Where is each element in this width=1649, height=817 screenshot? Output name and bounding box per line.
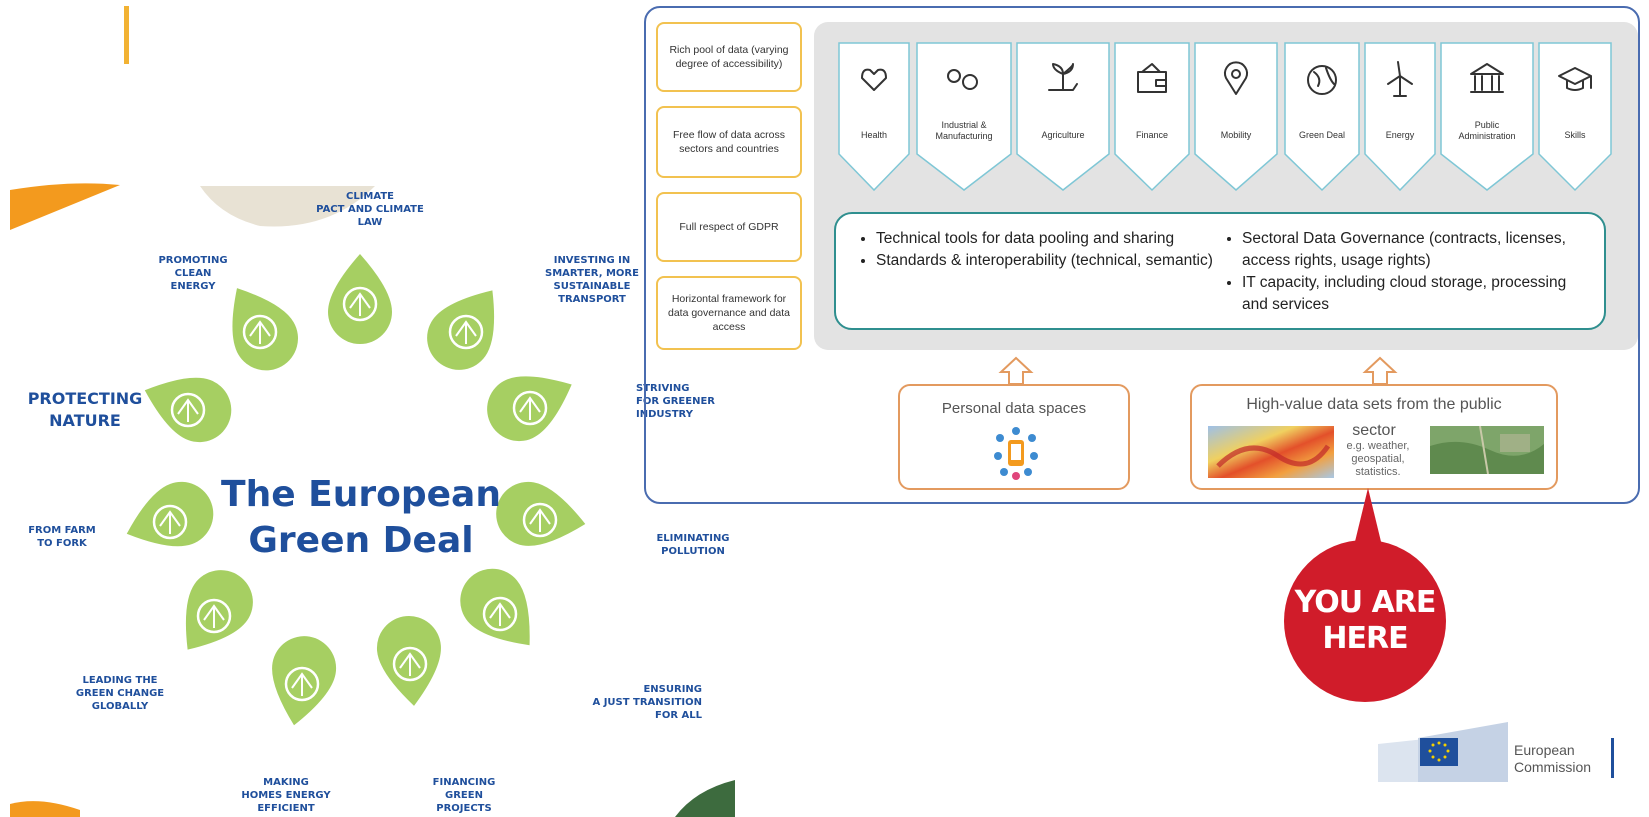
side-box-gdpr: Full respect of GDPR (656, 192, 802, 262)
label-protecting-nature: PROTECTING NATURE (27, 389, 143, 430)
plant-hand-icon (1048, 63, 1078, 91)
sector-agriculture: Agriculture (1016, 42, 1110, 192)
green-bottom-shape (675, 780, 735, 817)
sector-industrial-manufacturing: Industrial & Manufacturing (916, 42, 1012, 192)
sector-shape (1440, 42, 1534, 191)
network-icon (994, 427, 1038, 480)
label-climate-law: CLIMATE PACT AND CLIMATE LAW (316, 191, 424, 228)
high-value-title: High-value data sets from the public (1246, 396, 1502, 413)
personal-data-spaces-box: Personal data spaces (898, 384, 1130, 490)
label-sustainable-transport: INVESTING IN SMARTER, MORE SUSTAINABLE T… (545, 255, 639, 305)
global-leaf-icon (185, 570, 253, 650)
sector-label: Mobility (1220, 130, 1252, 140)
side-box-horizontal-framework: Horizontal framework for data governance… (656, 276, 802, 350)
financing-leaf-icon (377, 616, 441, 706)
sector-shape (838, 42, 910, 192)
sector-skills: Skills (1538, 42, 1612, 192)
sector-label: Energy (1385, 130, 1415, 140)
badge-line-1: YOU ARE (1294, 585, 1437, 620)
sector-shape (1284, 42, 1360, 192)
orange-corner-shape (10, 183, 120, 230)
european-commission-logo (1378, 722, 1508, 782)
ec-line-2: Commission (1514, 759, 1592, 775)
satellite-map-image (1430, 426, 1544, 474)
side-box-rich-pool: Rich pool of data (varying degree of acc… (656, 22, 802, 92)
transport-leaf-icon (427, 290, 495, 370)
sector-public-administration: Public Administration (1440, 42, 1534, 192)
high-value-data-box: High-value data sets from the public sec… (1190, 384, 1558, 490)
sector-shape (1114, 42, 1190, 192)
label-financing-projects: FINANCING GREEN PROJECTS (432, 777, 496, 814)
accent-bar (124, 6, 129, 64)
sector-shape (1194, 42, 1278, 191)
label-greener-industry: STRIVING FOR GREENER INDUSTRY (636, 383, 715, 420)
label-just-transition: ENSURING A JUST TRANSITION FOR ALL (592, 684, 702, 721)
tools-item: Sectoral Data Governance (contracts, lic… (1242, 228, 1590, 272)
label-farm-to-fork: FROM FARM TO FORK (28, 525, 96, 549)
energy-leaf-icon (232, 288, 298, 371)
heart-hands-icon (861, 68, 887, 91)
sector-label: Agriculture (1041, 130, 1085, 140)
sector-label: Health (860, 130, 887, 140)
sector-shape (1364, 42, 1436, 192)
farm-leaf-icon (126, 481, 214, 547)
sector-label: Industrial & Manufacturing (935, 120, 993, 141)
graduation-cap-icon (1558, 67, 1592, 91)
transition-leaf-icon (460, 568, 530, 646)
globe-leaf-icon (1307, 65, 1337, 95)
industry-leaf-icon (487, 376, 572, 442)
green-deal-title: The European Green Deal (196, 472, 526, 564)
orange-bottom-shape (10, 801, 80, 817)
sector-label: Skills (1564, 130, 1586, 140)
location-pin-icon (1224, 61, 1248, 95)
sector-label: Finance (1135, 130, 1169, 140)
pollution-leaf-icon (496, 481, 586, 546)
you-are-here-badge: YOU ARE HERE (1284, 540, 1446, 702)
gears-icon (947, 69, 978, 90)
sector-health: Health (838, 42, 910, 192)
up-arrow-icon (998, 356, 1034, 385)
wind-turbine-icon (1387, 61, 1413, 97)
tools-item: Technical tools for data pooling and sha… (876, 228, 1214, 250)
nature-leaf-icon (144, 377, 232, 443)
ec-line-1: European (1514, 742, 1575, 758)
high-value-examples: e.g. weather, geospatial, statistics. (1346, 440, 1410, 478)
personal-data-title: Personal data spaces (941, 400, 1087, 417)
label-eliminating-pollution: ELIMINATING POLLUTION (656, 533, 730, 557)
ec-logo-bar (1611, 738, 1614, 778)
badge-line-2: HERE (1322, 621, 1408, 656)
tools-item: IT capacity, including cloud storage, pr… (1242, 272, 1590, 316)
government-building-icon (1470, 63, 1504, 93)
callout-pointer (1352, 488, 1384, 554)
up-arrow-icon (1362, 356, 1398, 385)
sector-shape (1538, 42, 1612, 192)
title-line-2: Green Deal (248, 520, 474, 561)
sector-label: Green Deal (1298, 130, 1346, 140)
tools-left-column: Technical tools for data pooling and sha… (854, 228, 1214, 272)
sector-green-deal: Green Deal (1284, 42, 1360, 192)
sector-mobility: Mobility (1194, 42, 1278, 192)
tools-box: Technical tools for data pooling and sha… (834, 212, 1606, 330)
label-leading-globally: LEADING THE GREEN CHANGE GLOBALLY (75, 675, 165, 712)
side-box-free-flow: Free flow of data across sectors and cou… (656, 106, 802, 178)
ec-logo-text: European Commission (1514, 742, 1591, 776)
climate-leaf-icon (328, 254, 392, 344)
high-value-sector-word: sector (1352, 422, 1396, 439)
sector-finance: Finance (1114, 42, 1190, 192)
tools-right-column: Sectoral Data Governance (contracts, lic… (1220, 228, 1590, 316)
sector-energy: Energy (1364, 42, 1436, 192)
sector-shape (1016, 42, 1110, 191)
homes-leaf-icon (272, 636, 337, 726)
title-line-1: The European (221, 474, 501, 515)
sector-shape (916, 42, 1012, 191)
beige-corner-shape (200, 186, 375, 227)
tools-item: Standards & interoperability (technical,… (876, 250, 1214, 272)
label-clean-energy: PROMOTING CLEAN ENERGY (158, 255, 228, 292)
weather-map-image (1208, 426, 1334, 478)
data-spaces-frame (644, 6, 1640, 504)
wallet-icon (1137, 63, 1167, 93)
label-energy-efficient-homes: MAKING HOMES ENERGY EFFICIENT (241, 777, 331, 814)
sector-label: Public Administration (1458, 120, 1516, 141)
